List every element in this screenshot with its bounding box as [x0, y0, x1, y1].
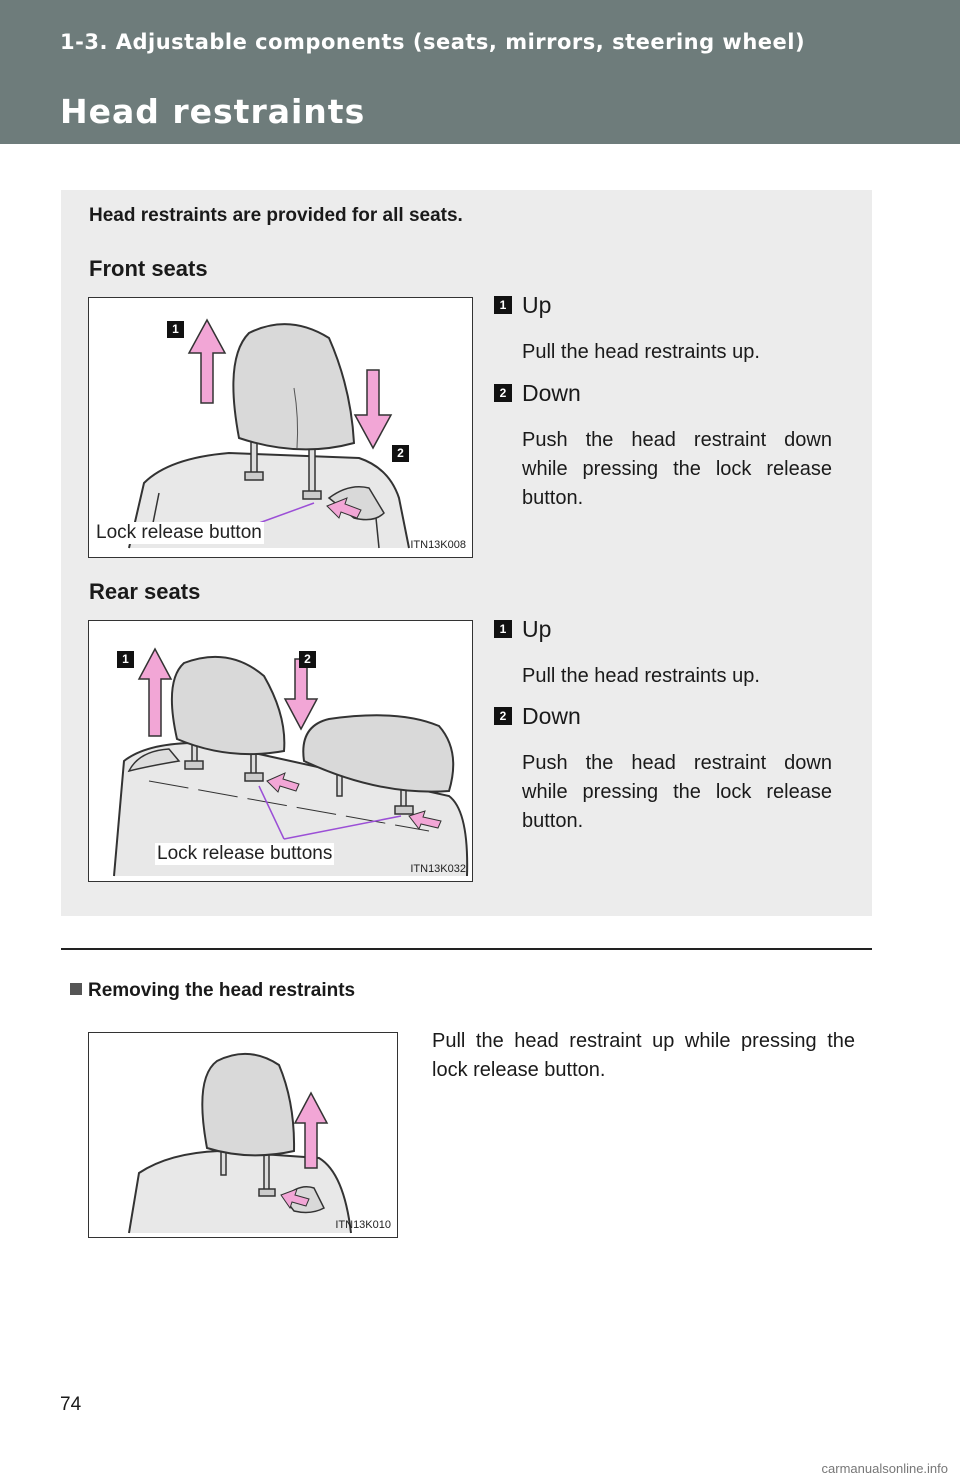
- step-title: Up: [522, 616, 552, 642]
- callout-2: 2: [392, 445, 409, 462]
- step-description: Push the head restraint down while press…: [522, 429, 832, 509]
- page-header: 1-3. Adjustable components (seats, mirro…: [0, 0, 960, 144]
- figure-code: ITN13K032: [410, 863, 466, 875]
- lock-release-label: Lock release buttons: [155, 843, 335, 865]
- removing-heading: Removing the head restraints: [70, 980, 355, 1002]
- removing-heading-text: Removing the head restraints: [88, 980, 356, 1001]
- callout-1: 1: [117, 651, 134, 668]
- figure-code: ITN13K008: [410, 539, 466, 551]
- front-seats-heading: Front seats: [89, 256, 208, 281]
- figure-code: ITN13K010: [335, 1219, 391, 1231]
- rear-seat-figure: 1 2 Lock release buttons ITN13K032: [88, 620, 473, 882]
- step-number: 1: [494, 296, 512, 314]
- intro-text: Head restraints are provided for all sea…: [89, 205, 463, 226]
- watermark: carmanualsonline.info: [821, 1461, 948, 1476]
- step-number: 2: [494, 384, 512, 402]
- section-divider: [61, 948, 872, 950]
- step-description: Push the head restraint down while press…: [522, 752, 832, 832]
- section-title: 1-3. Adjustable components (seats, mirro…: [60, 30, 806, 54]
- bullet-square-icon: [70, 983, 82, 995]
- callout-1: 1: [167, 321, 184, 338]
- step-description: Pull the head restraints up.: [522, 665, 760, 687]
- page-number: 74: [60, 1394, 82, 1415]
- lock-release-label: Lock release button: [94, 522, 264, 544]
- step-description: Pull the head restraints up.: [522, 341, 760, 363]
- removing-description: Pull the head restraint up while pressin…: [432, 1030, 855, 1081]
- step-number: 1: [494, 620, 512, 638]
- step-title: Down: [522, 703, 581, 729]
- step-title: Up: [522, 292, 552, 318]
- front-seat-figure: 1 2 Lock release button ITN13K008: [88, 297, 473, 558]
- step-number: 2: [494, 707, 512, 725]
- page-title: Head restraints: [60, 92, 366, 131]
- step-title: Down: [522, 380, 581, 406]
- removing-figure: ITN13K010: [88, 1032, 398, 1238]
- callout-2: 2: [299, 651, 316, 668]
- rear-seats-heading: Rear seats: [89, 579, 201, 604]
